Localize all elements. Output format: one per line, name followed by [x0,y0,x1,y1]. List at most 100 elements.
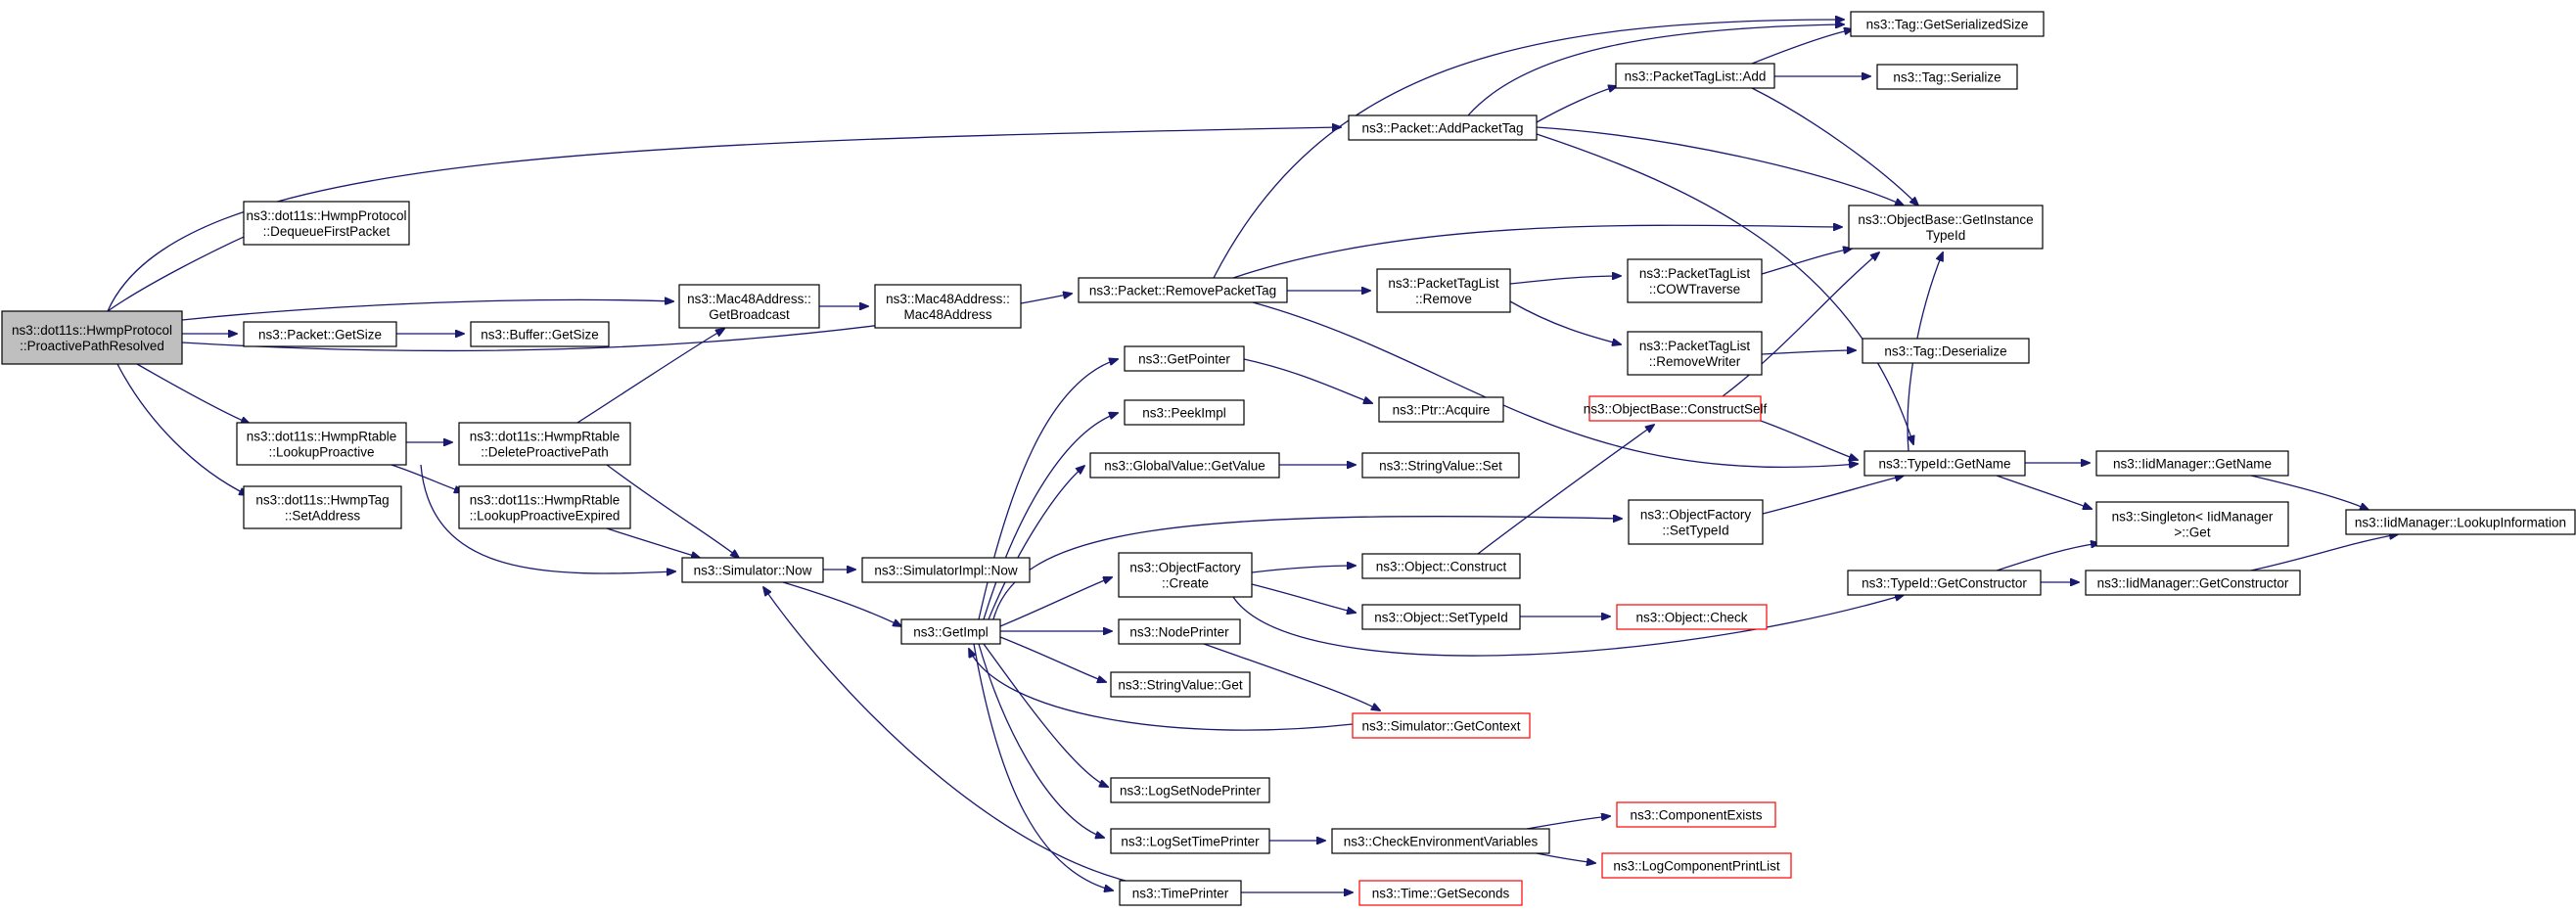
node-iidGetCtor[interactable]: ns3::IidManager::GetConstructor [2085,570,2301,596]
call-arrow [1996,475,2092,509]
call-arrow [606,527,700,558]
node-box [1118,552,1253,598]
node-box [1616,604,1768,630]
node-label-line: ns3::TypeId::GetConstructor [1862,576,2027,591]
edge-root-to-lookupProactive [136,363,250,424]
node-timePrinter[interactable]: ns3::TimePrinter [1119,880,1242,906]
node-delProactive[interactable]: ns3::dot11s::HwmpRtable::DeleteProactive… [458,422,631,466]
call-arrow [576,329,724,424]
node-ptlAdd[interactable]: ns3::PacketTagList::Add [1615,63,1775,89]
edge-iidGetCtor-to-iidLookup [2250,534,2398,571]
edge-removePacketTag-to-typeIdGetName [1252,301,1858,467]
node-label-line: ns3::Mac48Address:: [687,292,811,306]
node-simGetContext[interactable]: ns3::Simulator::GetContext [1352,712,1531,739]
node-compExists[interactable]: ns3::ComponentExists [1616,801,1776,828]
node-getImpl[interactable]: ns3::GetImpl [900,618,1001,645]
node-bufGetSize[interactable]: ns3::Buffer::GetSize [470,321,610,347]
node-typeIdGetName[interactable]: ns3::TypeId::GetName [1863,450,2026,477]
node-svGet[interactable]: ns3::StringValue::Get [1110,671,1251,698]
node-box [1124,399,1245,426]
node-ofSetTypeId[interactable]: ns3::ObjectFactory::SetTypeId [1628,499,1764,545]
node-getPointer[interactable]: ns3::GetPointer [1124,345,1245,372]
node-hwmpTagSetAddr[interactable]: ns3::dot11s::HwmpTag::SetAddress [243,485,402,529]
node-typeIdGetCtor[interactable]: ns3::TypeId::GetConstructor [1847,570,2042,596]
node-label-line: ns3::ObjectBase::ConstructSelf [1584,402,1768,417]
node-peekImpl[interactable]: ns3::PeekImpl [1124,399,1245,426]
node-ptrAcquire[interactable]: ns3::Ptr::Acquire [1378,396,1504,423]
node-checkEnv[interactable]: ns3::CheckEnvironmentVariables [1331,828,1550,854]
node-simImplNow[interactable]: ns3::SimulatorImpl::Now [861,557,1031,583]
node-label-line: ns3::Simulator::Now [694,564,812,578]
node-label-line: ns3::Packet::GetSize [258,328,382,342]
node-mac48ctor[interactable]: ns3::Mac48Address::Mac48Address [874,284,1022,329]
call-arrow [1751,87,1918,205]
call-arrow [1213,20,1844,279]
node-gvGetValue[interactable]: ns3::GlobalValue::GetValue [1089,452,1280,479]
node-label-line: ::LookupProactive [268,445,374,460]
node-label-line: ::DequeueFirstPacket [263,224,391,239]
node-box [1628,499,1764,545]
node-dequeue[interactable]: ns3::dot11s::HwmpProtocol::DequeueFirstP… [243,201,410,246]
node-box [1876,64,2018,90]
call-arrow [1232,595,1904,657]
node-label-line: ::SetAddress [285,509,361,524]
edge-removePacketTag-to-objBaseGetInst [1232,225,1842,279]
node-tagSerialize[interactable]: ns3::Tag::Serialize [1876,64,2018,90]
node-timeGetSeconds[interactable]: ns3::Time::GetSeconds [1358,880,1523,906]
call-arrow [1526,816,1610,830]
node-getBroadcast[interactable]: ns3::Mac48Address::GetBroadcast [678,284,820,329]
call-arrow [999,636,1106,682]
edge-getImpl-to-peekImpl [983,413,1118,620]
call-arrow [1760,420,1858,460]
node-box [1110,777,1270,803]
call-arrow [1477,425,1654,555]
node-logSetNode[interactable]: ns3::LogSetNodePrinter [1110,777,1270,803]
node-nodePrinter[interactable]: ns3::NodePrinter [1118,618,1241,645]
node-ptlRemove[interactable]: ns3::PacketTagList::Remove [1376,268,1511,313]
call-arrow [763,587,1127,882]
edge-ptlRemove-to-ptlCow [1509,276,1621,285]
node-box [1627,331,1763,376]
node-label-line: ns3::IidManager::GetName [2113,457,2272,472]
edge-root-to-getBroadcast [181,299,673,321]
node-label-line: ns3::CheckEnvironmentVariables [1344,835,1539,849]
node-logSetTime[interactable]: ns3::LogSetTimePrinter [1110,828,1270,854]
node-objSetTypeId[interactable]: ns3::Object::SetTypeId [1361,604,1521,630]
node-objConstruct[interactable]: ns3::Object::Construct [1361,553,1521,579]
call-arrow [1203,643,1380,710]
node-simNow[interactable]: ns3::Simulator::Now [681,557,824,583]
edge-addPacketTag-to-ptlAdd [1536,86,1617,123]
node-label-line: >::Get [2174,525,2210,540]
node-objBaseConstructSelf[interactable]: ns3::ObjectBase::ConstructSelf [1584,395,1768,422]
node-removePacketTag[interactable]: ns3::Packet::RemovePacketTag [1078,277,1288,303]
call-arrow [1251,583,1356,613]
node-lookupExpired[interactable]: ns3::dot11s::HwmpRtable::LookupProactive… [458,485,631,529]
node-ptlRemoveWriter[interactable]: ns3::PacketTagList::RemoveWriter [1627,331,1763,376]
node-objCheck[interactable]: ns3::Object::Check [1616,604,1768,630]
node-label-line: ns3::ObjectFactory [1129,561,1241,575]
node-svSet[interactable]: ns3::StringValue::Set [1361,452,1520,479]
edge-getImpl-to-logSetNode [983,643,1108,787]
call-arrow [136,363,250,424]
call-arrow [420,464,675,573]
node-lookupProactive[interactable]: ns3::dot11s::HwmpRtable::LookupProactive [236,422,407,466]
node-label-line: ns3::TypeId::GetName [1878,457,2010,472]
node-box [1616,801,1776,828]
node-ofCreate[interactable]: ns3::ObjectFactory::Create [1118,552,1253,598]
node-tagSerSize[interactable]: ns3::Tag::GetSerializedSize [1850,11,2045,37]
node-iidLookup[interactable]: ns3::IidManager::LookupInformation [2345,509,2576,535]
node-pktGetSize[interactable]: ns3::Packet::GetSize [243,321,397,347]
node-box [2095,450,2289,477]
call-arrow [1536,126,1904,205]
node-label-line: ns3::LogComponentPrintList [1613,859,1780,874]
node-root[interactable]: ns3::dot11s::HwmpProtocol::ProactivePath… [1,310,183,365]
node-singletonGet[interactable]: ns3::Singleton< IidManager>::Get [2095,501,2289,547]
node-box [1348,114,1538,141]
node-iidGetName[interactable]: ns3::IidManager::GetName [2095,450,2289,477]
edge-getImpl-to-timePrinter [973,643,1113,890]
node-tagDeserialize[interactable]: ns3::Tag::Deserialize [1862,338,2030,364]
node-addPacketTag[interactable]: ns3::Packet::AddPacketTag [1348,114,1538,141]
node-ptlCow[interactable]: ns3::PacketTagList::COWTraverse [1627,258,1763,303]
node-logCompPrint[interactable]: ns3::LogComponentPrintList [1601,852,1792,879]
